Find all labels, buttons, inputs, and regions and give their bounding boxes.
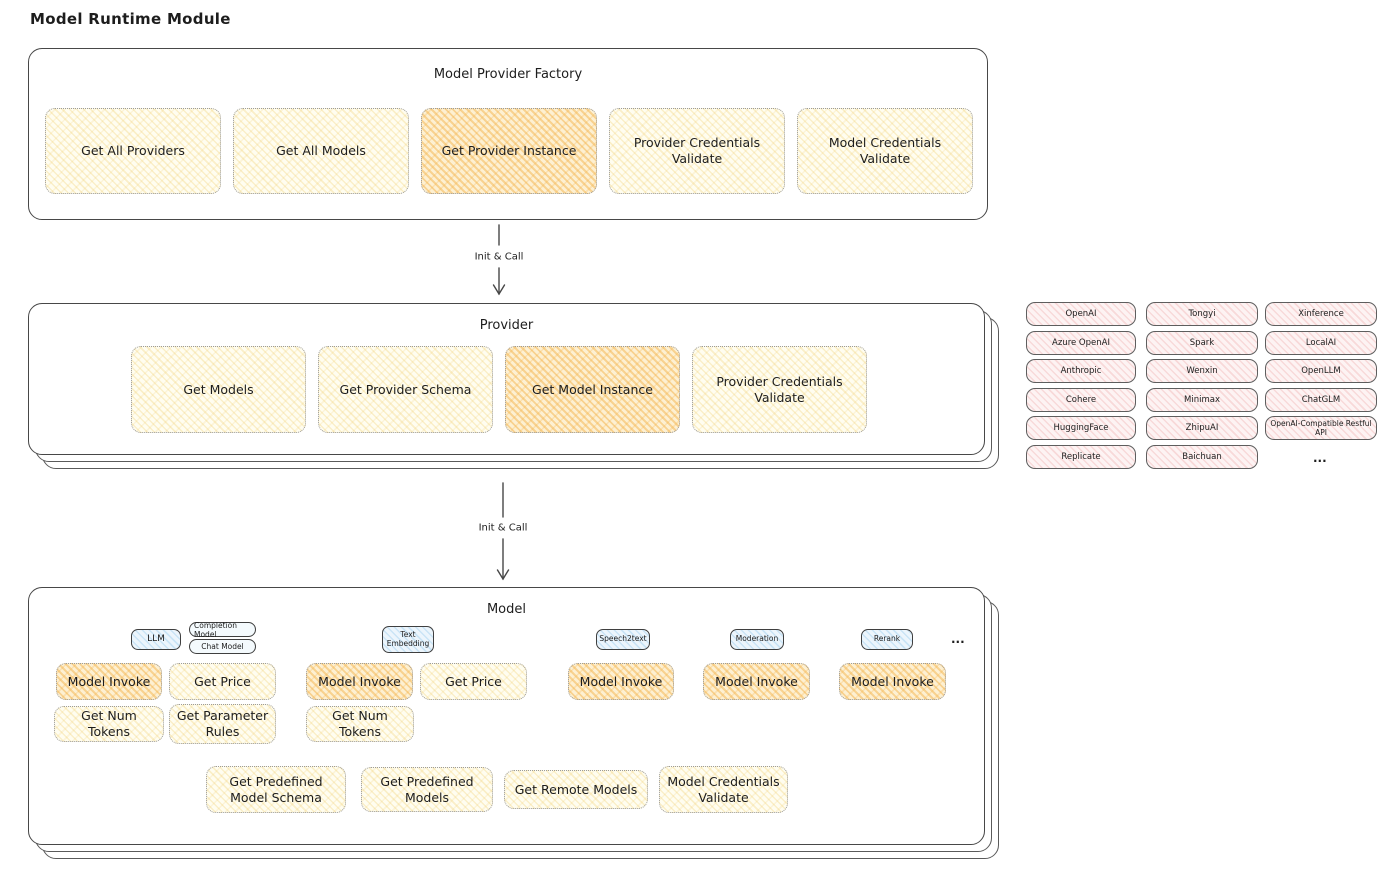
model-types-ellipsis: ... — [951, 632, 965, 646]
factory-title: Model Provider Factory — [433, 67, 583, 82]
tag-moderation: Moderation — [730, 629, 784, 650]
node-model-credentials-validate: Model Credentials Validate — [797, 108, 973, 194]
node-llm-model-invoke: Model Invoke — [56, 663, 162, 700]
provider-azure-openai: Azure OpenAI — [1026, 331, 1136, 355]
provider-openai: OpenAI — [1026, 302, 1136, 326]
provider-spark: Spark — [1146, 331, 1258, 355]
node-model-credentials-validate-2: Model Credentials Validate — [659, 766, 788, 813]
tag-llm: LLM — [131, 629, 181, 650]
node-embedding-get-num-tokens: Get Num Tokens — [306, 706, 414, 742]
node-provider-credentials-validate-2: Provider Credentials Validate — [692, 346, 867, 433]
provider-localai: LocalAI — [1265, 331, 1377, 355]
tag-chat-model: Chat Model — [189, 639, 256, 654]
provider-wenxin: Wenxin — [1146, 359, 1258, 383]
provider-openai-compatible-restful-api: OpenAI-Compatible Restful API — [1265, 416, 1377, 440]
provider-title: Provider — [479, 318, 534, 333]
model-container: Model LLM Completion Model Chat Model Te… — [28, 587, 985, 845]
provider-minimax: Minimax — [1146, 388, 1258, 412]
provider-huggingface: HuggingFace — [1026, 416, 1136, 440]
node-get-all-models: Get All Models — [233, 108, 409, 194]
node-speech2text-model-invoke: Model Invoke — [568, 663, 674, 700]
node-get-predefined-models: Get Predefined Models — [361, 767, 493, 812]
tag-speech2text: Speech2text — [596, 629, 650, 650]
tag-rerank: Rerank — [861, 629, 913, 650]
provider-chatglm: ChatGLM — [1265, 388, 1377, 412]
provider-anthropic: Anthropic — [1026, 359, 1136, 383]
node-get-predefined-model-schema: Get Predefined Model Schema — [206, 766, 346, 813]
node-llm-get-num-tokens: Get Num Tokens — [54, 706, 164, 742]
node-get-all-providers: Get All Providers — [45, 108, 221, 194]
model-title: Model — [486, 602, 527, 617]
node-get-models: Get Models — [131, 346, 306, 433]
node-get-provider-instance: Get Provider Instance — [421, 108, 597, 194]
node-rerank-model-invoke: Model Invoke — [839, 663, 946, 700]
node-embedding-model-invoke: Model Invoke — [306, 663, 413, 700]
provider-zhipuai: ZhipuAI — [1146, 416, 1258, 440]
node-embedding-get-price: Get Price — [420, 663, 527, 700]
provider-replicate: Replicate — [1026, 445, 1136, 469]
node-moderation-model-invoke: Model Invoke — [703, 663, 810, 700]
arrow-label-init-call-2: Init & Call — [474, 522, 532, 534]
diagram-title: Model Runtime Module — [30, 10, 231, 28]
provider-container: Provider Get Models Get Provider Schema … — [28, 303, 985, 455]
node-llm-get-parameter-rules: Get Parameter Rules — [169, 704, 276, 744]
provider-openllm: OpenLLM — [1265, 359, 1377, 383]
provider-list-ellipsis: ... — [1313, 451, 1327, 465]
provider-xinference: Xinference — [1265, 302, 1377, 326]
tag-completion-model: Completion Model — [189, 621, 256, 639]
arrow-label-init-call-1: Init & Call — [470, 251, 528, 263]
node-provider-credentials-validate: Provider Credentials Validate — [609, 108, 785, 194]
provider-cohere: Cohere — [1026, 388, 1136, 412]
node-get-provider-schema: Get Provider Schema — [318, 346, 493, 433]
provider-tongyi: Tongyi — [1146, 302, 1258, 326]
provider-baichuan: Baichuan — [1146, 445, 1258, 469]
node-get-remote-models: Get Remote Models — [504, 770, 648, 809]
tag-text-embedding: Text Embedding — [382, 626, 434, 653]
node-get-model-instance: Get Model Instance — [505, 346, 680, 433]
node-llm-get-price: Get Price — [169, 663, 276, 700]
factory-container: Model Provider Factory Get All Providers… — [28, 48, 988, 220]
